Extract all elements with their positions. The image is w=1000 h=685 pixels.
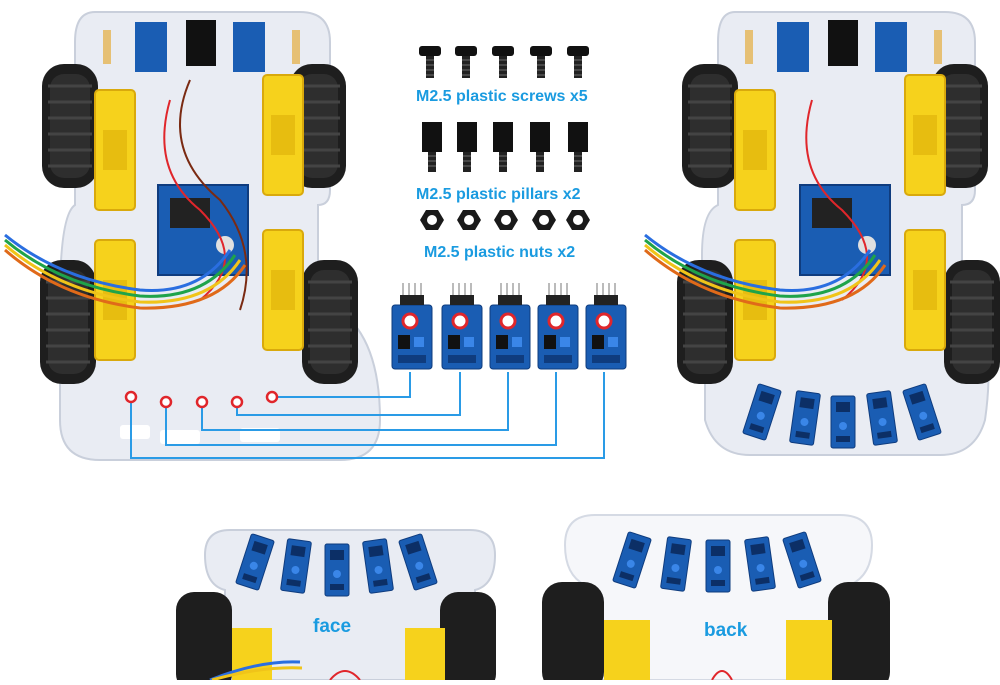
screws-row bbox=[418, 45, 590, 79]
car-assembled-view bbox=[644, 11, 1000, 456]
pillars-row bbox=[421, 121, 589, 173]
screws-label: M2.5 plastic screws x5 bbox=[416, 88, 588, 105]
back-view bbox=[542, 514, 890, 685]
car-exploded-view bbox=[4, 11, 382, 461]
face-label: face bbox=[313, 616, 352, 637]
nuts-label: M2.5 plastic nuts x2 bbox=[424, 244, 576, 261]
mount-holes bbox=[124, 390, 279, 409]
back-label: back bbox=[704, 620, 748, 641]
line-sensor-modules bbox=[390, 281, 628, 371]
sensor-mounting-guides bbox=[130, 372, 605, 459]
nuts-row bbox=[420, 210, 590, 230]
face-view bbox=[176, 529, 497, 685]
pillars-label: M2.5 plastic pillars x2 bbox=[416, 186, 581, 203]
